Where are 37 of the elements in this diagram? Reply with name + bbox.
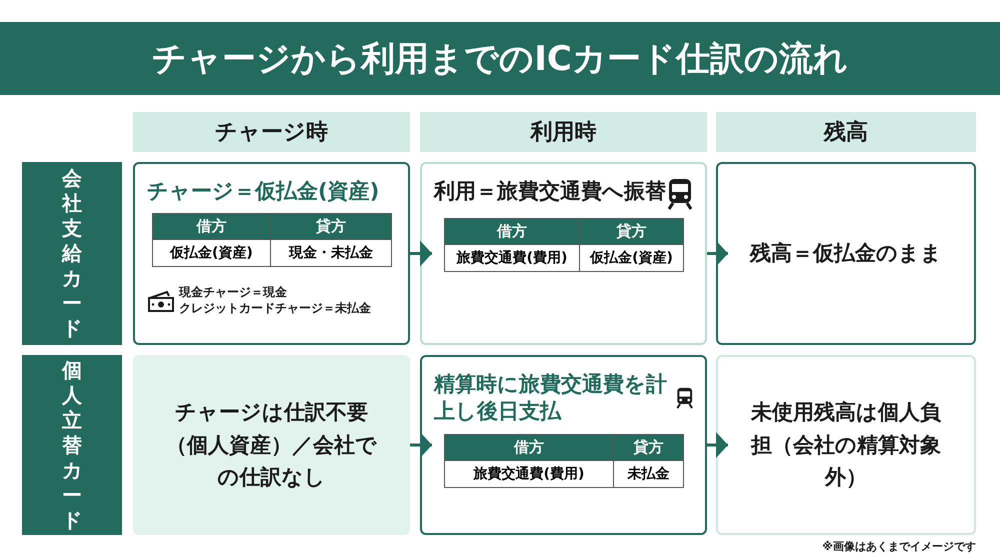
table-cell: 仮払金(資産) (580, 244, 683, 272)
card (716, 162, 976, 345)
table-header-cell: 借方 (152, 214, 271, 240)
note-text: 現金チャージ＝現金 (179, 285, 288, 301)
card-text: チャージは仕訳不要（個人資産）／会社での仕訳なし (165, 399, 378, 492)
card-text: 未使用残高は個人負担（会社の精算対象外） (750, 399, 942, 492)
footnote: ※画像はあくまでイメージです (822, 539, 976, 554)
arrow (707, 240, 728, 266)
table-cell: 旅費交通費(費用) (444, 460, 614, 488)
card (420, 355, 707, 535)
arrow (707, 432, 728, 458)
column-header: 残高 (716, 112, 976, 152)
card-heading: チャージ＝仮払金(資産) (147, 178, 380, 205)
row-header: 個人立替カード (22, 355, 122, 535)
table-header-cell: 貸方 (580, 218, 683, 244)
table-header-cell: 借方 (444, 218, 580, 244)
title-banner: チャージから利用までのICカード仕訳の流れ (0, 22, 1000, 95)
table-cell: 仮払金(資産) (152, 240, 271, 267)
column-header: チャージ時 (133, 112, 410, 152)
card (420, 162, 707, 345)
arrow (410, 240, 432, 266)
card-heading: 精算時に旅費交通費を計上し後日支払 (434, 371, 668, 426)
card (716, 355, 976, 535)
note-text: クレジットカードチャージ＝未払金 (179, 300, 371, 316)
table-header-cell: 貸方 (614, 434, 683, 460)
card-heading: 利用＝旅費交通費へ振替 (434, 178, 666, 205)
table-cell: 現金・未払金 (270, 240, 391, 267)
table-header-cell: 借方 (444, 434, 614, 460)
table-cell: 旅費交通費(費用) (444, 244, 580, 272)
card-text: 残高＝仮払金のまま (750, 240, 942, 268)
arrow (410, 432, 432, 458)
card (133, 355, 410, 535)
card (133, 162, 410, 345)
row-header: 会社支給カード (22, 162, 122, 345)
table-cell: 未払金 (614, 460, 683, 488)
table-header-cell: 貸方 (270, 214, 391, 240)
column-header: 利用時 (420, 112, 707, 152)
